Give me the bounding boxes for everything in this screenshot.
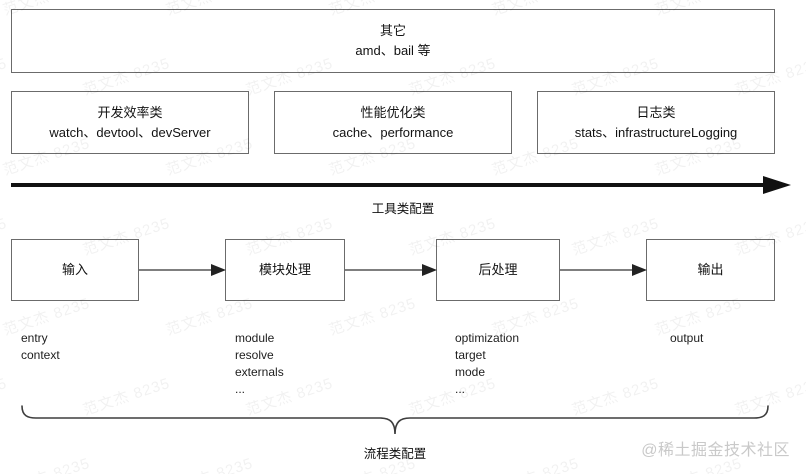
category-box-performance-subtitle: cache、performance: [332, 124, 454, 140]
flow-box-module-processing-title: 模块处理: [258, 262, 311, 277]
tool-config-label: 工具类配置: [371, 202, 435, 216]
options-list-output: output: [670, 331, 704, 345]
site-credit-watermark: @稀土掘金技术社区: [641, 442, 790, 459]
watermark-tile: 范文杰 8235: [0, 374, 10, 419]
flow-box-input: 输入: [11, 239, 139, 301]
right-arrow-icon: [11, 176, 791, 194]
flow-box-module-processing: 模块处理: [225, 239, 345, 301]
curly-brace-icon: [21, 405, 769, 435]
flow-box-output-title: 输出: [697, 262, 724, 277]
flow-box-post-processing: 后处理: [436, 239, 560, 301]
category-box-other-subtitle: amd、bail 等: [355, 43, 431, 58]
category-box-logging-title: 日志类: [636, 104, 676, 120]
watermark-tile: 范文杰 8235: [0, 214, 10, 259]
flow-config-label: 流程类配置: [363, 447, 427, 461]
category-box-logging-subtitle: stats、infrastructureLogging: [574, 124, 738, 140]
category-box-performance-title: 性能优化类: [360, 104, 426, 120]
options-list-input: entry context: [21, 331, 60, 362]
category-box-performance: 性能优化类 cache、performance: [274, 91, 512, 154]
arrow-right-icon-post-to-output: [560, 264, 647, 276]
category-box-dev-efficiency: 开发效率类 watch、devtool、devServer: [11, 91, 249, 154]
options-list-post-processing: optimization target mode ...: [455, 331, 520, 396]
category-box-dev-efficiency-subtitle: watch、devtool、devServer: [49, 124, 211, 140]
flow-box-output: 输出: [646, 239, 775, 301]
flow-box-input-title: 输入: [61, 262, 88, 277]
arrow-right-icon-input-to-module: [139, 264, 226, 276]
flow-box-post-processing-title: 后处理: [478, 262, 518, 277]
options-list-module-processing: module resolve externals ...: [235, 331, 284, 396]
watermark-tile: 范文杰 8235: [0, 54, 10, 99]
category-box-logging: 日志类 stats、infrastructureLogging: [537, 91, 775, 154]
category-box-other-title: 其它: [379, 23, 406, 38]
category-box-other: 其它 amd、bail 等: [11, 9, 775, 73]
category-box-dev-efficiency-title: 开发效率类: [97, 104, 163, 120]
arrow-right-icon-module-to-post: [345, 264, 437, 276]
